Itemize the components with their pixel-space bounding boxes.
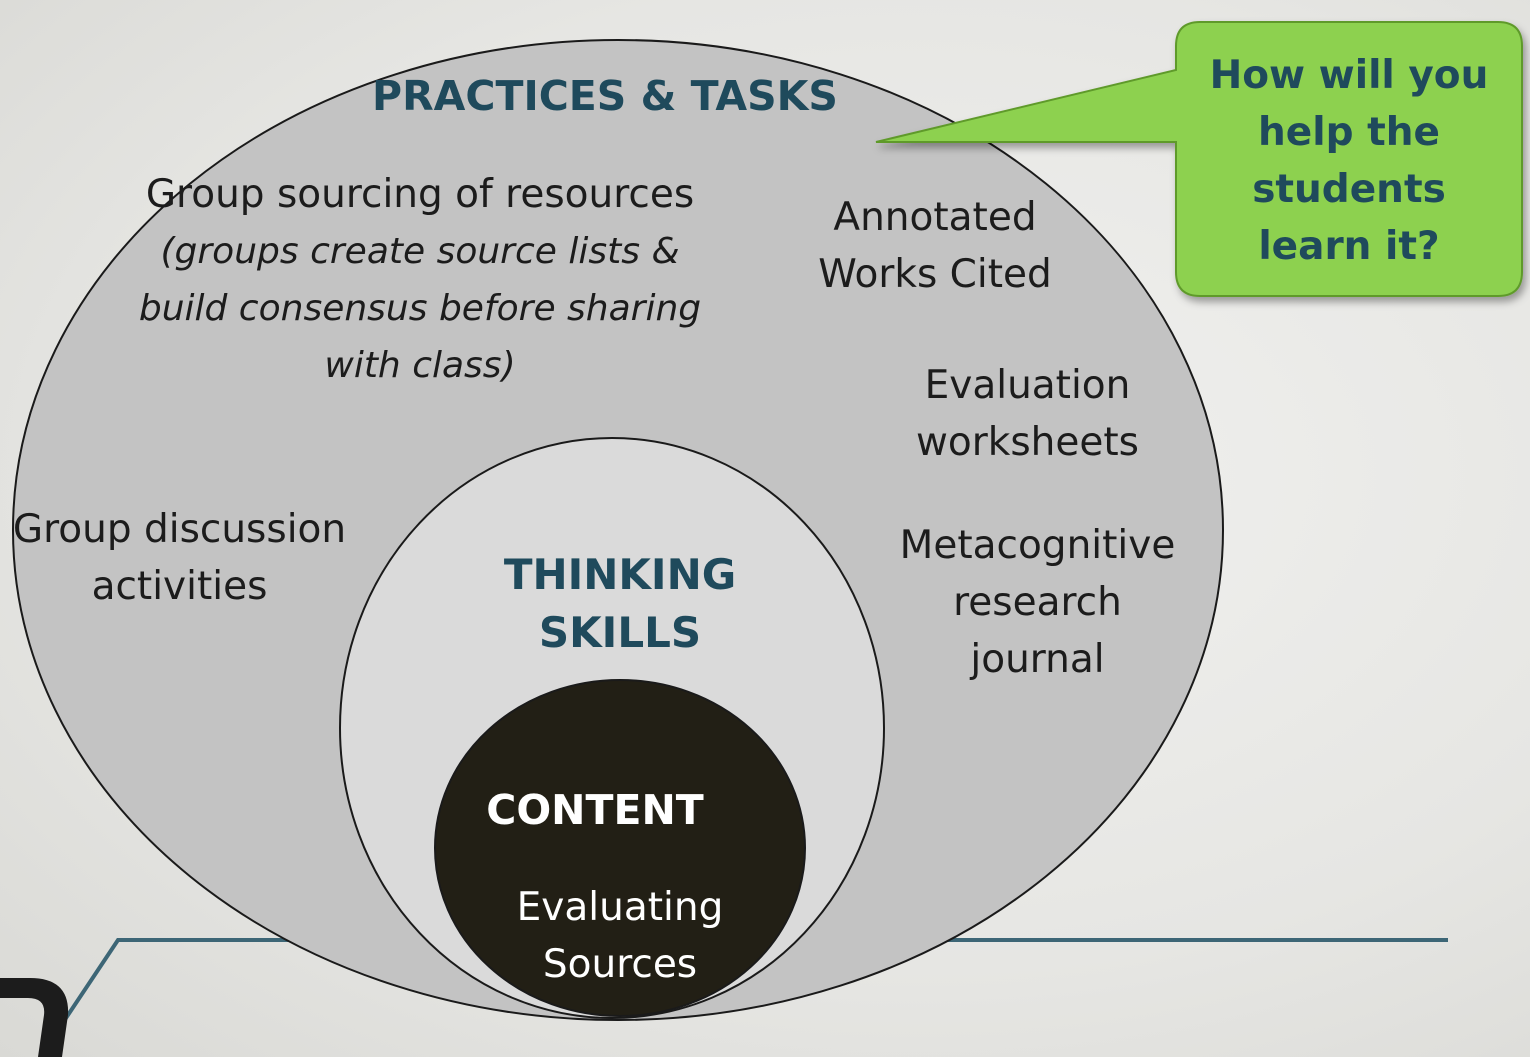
thinking-skills-title: THINKING SKILLS xyxy=(503,550,737,657)
evaluation-worksheets-label: Evaluation worksheets xyxy=(915,363,1139,465)
annotated-works-cited-label: Annotated Works Cited xyxy=(818,195,1052,297)
group-sourcing-note: (groups create source lists & build cons… xyxy=(138,231,702,386)
evaluating-sources-label: Evaluating Sources xyxy=(516,885,724,987)
logo-glyph xyxy=(0,978,69,1057)
content-circle xyxy=(434,679,806,1017)
callout-bubble xyxy=(875,21,1523,297)
callout-text: How will you help the students learn it? xyxy=(1209,53,1489,269)
practices-tasks-title: PRACTICES & TASKS xyxy=(372,72,838,120)
callout-question: How will you help the students learn it? xyxy=(1174,28,1524,294)
group-discussion-label: Group discussion activities xyxy=(12,507,347,609)
metacognitive-journal-label: Metacognitive research journal xyxy=(899,523,1176,682)
content-title: CONTENT xyxy=(486,786,704,834)
group-sourcing-label: Group sourcing of resources xyxy=(145,172,695,217)
